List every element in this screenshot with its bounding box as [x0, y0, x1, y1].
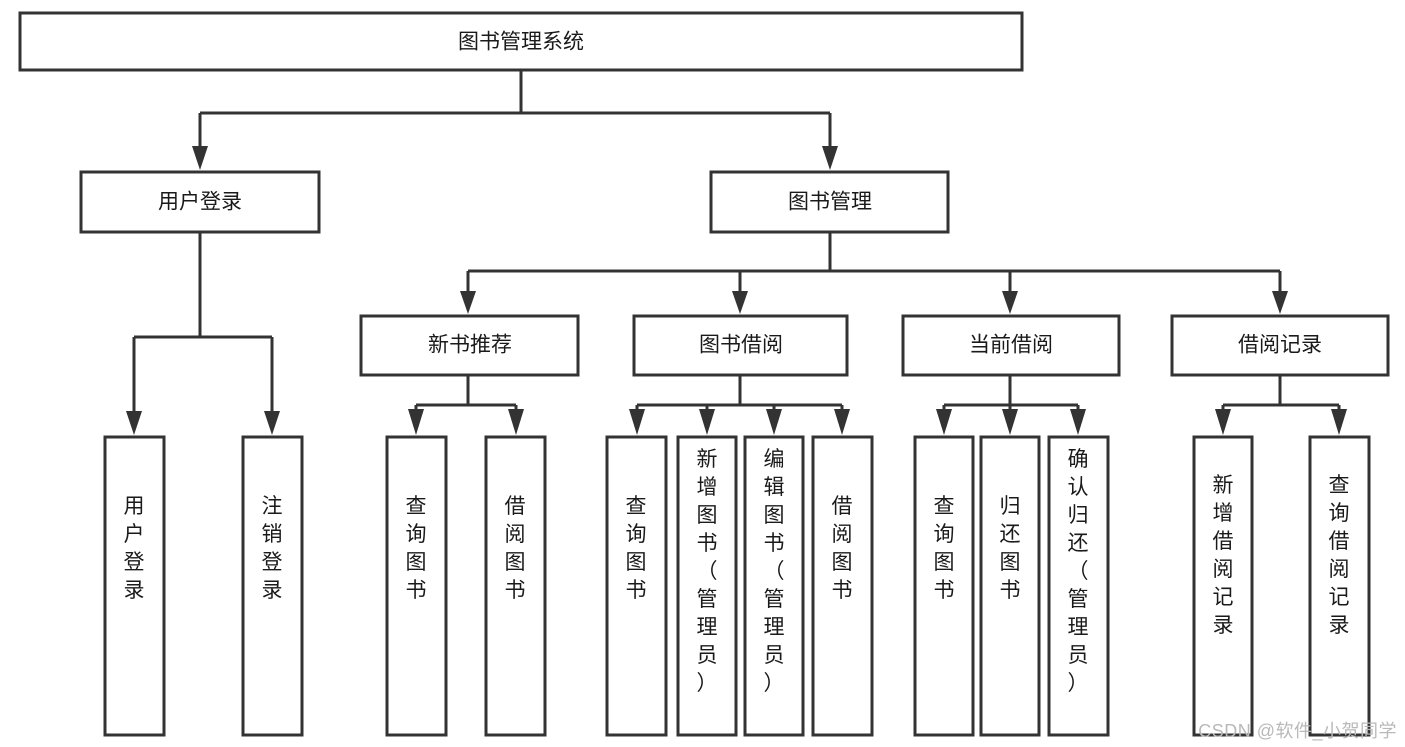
node-current-borrow-box[interactable] [901, 314, 1121, 377]
node-new-book-recommend-label: 新书推荐 [428, 334, 512, 357]
arrow-to-leaf-confirm-return [1070, 409, 1086, 435]
node-borrow-record[interactable]: 借阅记录 [1170, 314, 1390, 377]
node-leaf-user-login-box[interactable] [103, 435, 166, 737]
arrow-to-leaf-borrow-book-1 [508, 409, 524, 435]
node-leaf-query-book-2-box[interactable] [605, 435, 668, 737]
node-leaf-confirm-return[interactable]: 确认归还（管理员） [1047, 435, 1110, 737]
edges-new-book-recommend-to-leaves [408, 375, 524, 435]
arrow-to-leaf-query-record [1331, 409, 1347, 435]
node-leaf-add-record-box[interactable] [1192, 435, 1254, 737]
node-book-manage-box[interactable] [709, 170, 950, 234]
node-user-login[interactable]: 用户登录 [79, 170, 321, 234]
node-leaf-return-book-label: 归还图书 [1000, 495, 1021, 602]
arrow-to-leaf-query-book-2 [629, 409, 645, 435]
edges-root-to-level1 [192, 70, 838, 170]
node-current-borrow-label: 当前借阅 [969, 334, 1053, 357]
node-book-borrow-box[interactable] [632, 314, 849, 377]
arrow-to-leaf-return-book [1002, 409, 1018, 435]
node-leaf-borrow-book-2-box[interactable] [811, 435, 874, 737]
node-leaf-borrow-book-2-label: 借阅图书 [832, 495, 853, 602]
node-leaf-user-logout-box[interactable] [241, 435, 304, 737]
edges-borrow-record-to-leaves [1215, 375, 1347, 435]
node-leaf-user-logout[interactable]: 注销登录 [241, 435, 304, 737]
node-leaf-confirm-return-box[interactable] [1047, 435, 1110, 737]
node-leaf-edit-book[interactable]: 编辑图书（管理员） [743, 435, 805, 737]
arrow-to-leaf-edit-book [766, 409, 782, 435]
node-leaf-query-book-1-box[interactable] [385, 435, 448, 737]
node-leaf-return-book-box[interactable] [979, 435, 1041, 737]
node-leaf-add-record-label: 新增借阅记录 [1213, 474, 1234, 637]
arrow-to-new-book-recommend [460, 291, 476, 314]
node-leaf-user-logout-label: 注销登录 [262, 495, 283, 602]
node-book-manage[interactable]: 图书管理 [709, 170, 950, 234]
node-root-label: 图书管理系统 [458, 31, 584, 54]
arrow-to-book-manage [822, 146, 838, 170]
edges-user-login-to-leaves [126, 232, 280, 435]
node-leaf-query-book-3[interactable]: 查询图书 [913, 435, 975, 737]
node-book-borrow-label: 图书借阅 [699, 334, 783, 357]
arrow-to-book-borrow [732, 291, 748, 314]
node-leaf-query-book-3-label: 查询图书 [934, 495, 955, 602]
edges-current-borrow-to-leaves [936, 375, 1086, 435]
arrow-to-leaf-query-book-3 [936, 409, 952, 435]
arrow-to-borrow-record [1272, 291, 1288, 314]
arrow-to-leaf-add-record [1215, 409, 1231, 435]
arrow-to-leaf-user-login [126, 411, 142, 435]
node-leaf-borrow-book-1[interactable]: 借阅图书 [484, 435, 547, 737]
node-leaf-confirm-return-label: 确认归还（管理员） [1068, 448, 1089, 695]
arrow-to-user-login [192, 146, 208, 170]
node-leaf-add-book-label: 新增图书（管理员） [697, 448, 718, 695]
node-leaf-return-book[interactable]: 归还图书 [979, 435, 1041, 737]
node-new-book-recommend-box[interactable] [359, 314, 580, 377]
node-current-borrow[interactable]: 当前借阅 [901, 314, 1121, 377]
node-leaf-edit-book-box[interactable] [743, 435, 805, 737]
node-leaf-query-book-2[interactable]: 查询图书 [605, 435, 668, 737]
node-leaf-borrow-book-1-label: 借阅图书 [505, 495, 526, 602]
node-leaf-query-book-1-label: 查询图书 [406, 495, 427, 602]
arrow-to-leaf-user-logout [264, 411, 280, 435]
arrow-to-current-borrow [1002, 291, 1018, 314]
arrow-to-leaf-add-book [699, 409, 715, 435]
node-leaf-add-record[interactable]: 新增借阅记录 [1192, 435, 1254, 737]
node-leaf-query-record-box[interactable] [1308, 435, 1371, 737]
node-root-box[interactable] [18, 11, 1024, 72]
node-leaf-query-book-1[interactable]: 查询图书 [385, 435, 448, 737]
node-borrow-record-box[interactable] [1170, 314, 1390, 377]
arrow-to-leaf-borrow-book-2 [834, 409, 850, 435]
node-leaf-edit-book-label: 编辑图书（管理员） [764, 448, 785, 695]
node-leaf-borrow-book-2[interactable]: 借阅图书 [811, 435, 874, 737]
node-borrow-record-label: 借阅记录 [1238, 334, 1322, 357]
node-leaf-add-book-box[interactable] [676, 435, 738, 737]
node-new-book-recommend[interactable]: 新书推荐 [359, 314, 580, 377]
node-leaf-add-book[interactable]: 新增图书（管理员） [676, 435, 738, 737]
node-leaf-borrow-book-1-box[interactable] [484, 435, 547, 737]
node-leaf-query-record-label: 查询借阅记录 [1329, 474, 1350, 637]
arrow-to-leaf-query-book-1 [408, 409, 424, 435]
edges-book-borrow-to-leaves [629, 375, 850, 435]
node-root[interactable]: 图书管理系统 [18, 11, 1024, 72]
node-leaf-query-book-2-label: 查询图书 [626, 495, 647, 602]
node-book-borrow[interactable]: 图书借阅 [632, 314, 849, 377]
node-leaf-query-book-3-box[interactable] [913, 435, 975, 737]
edges-book-manage-to-level2 [460, 232, 1288, 314]
node-user-login-label: 用户登录 [158, 191, 242, 214]
node-leaf-query-record[interactable]: 查询借阅记录 [1308, 435, 1371, 737]
node-book-manage-label: 图书管理 [788, 191, 872, 214]
node-leaf-user-login[interactable]: 用户登录 [103, 435, 166, 737]
node-user-login-box[interactable] [79, 170, 321, 234]
node-leaf-user-login-label: 用户登录 [124, 495, 145, 602]
